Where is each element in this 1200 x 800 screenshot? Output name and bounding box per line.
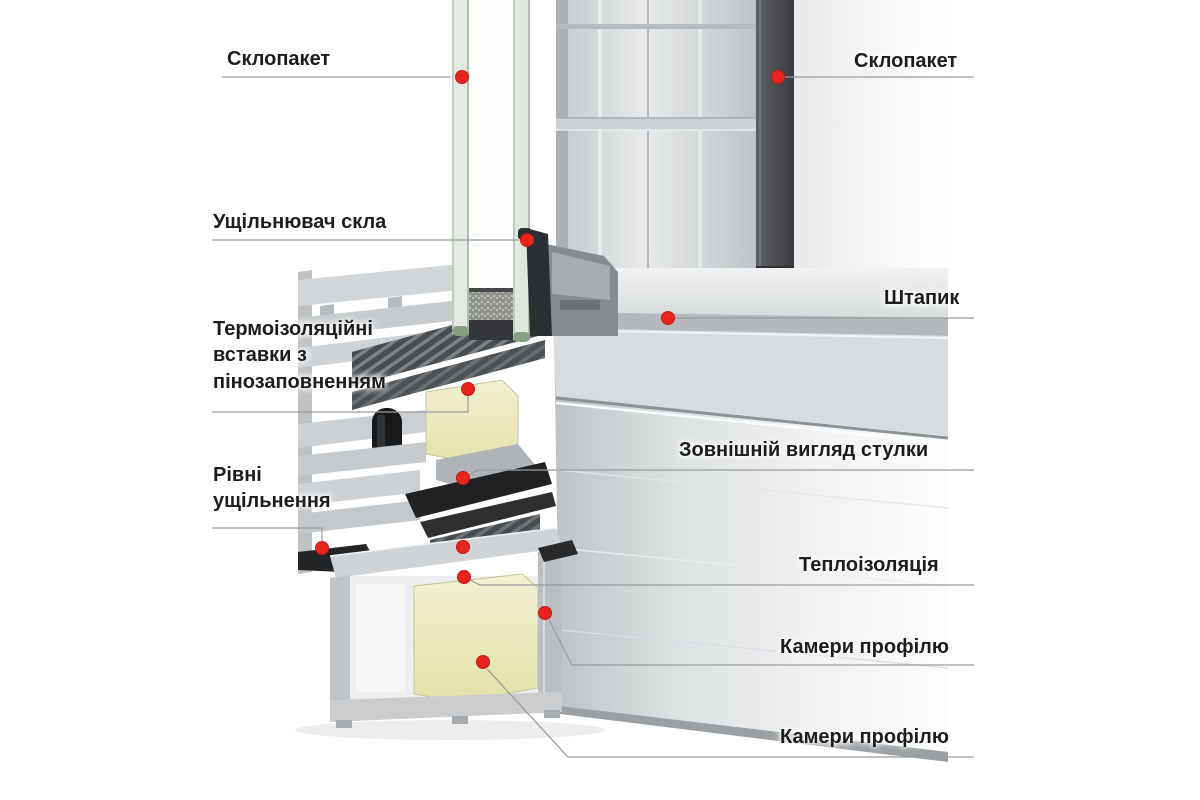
label-profile-chambers-top: Камери профілю	[780, 636, 949, 658]
marker-dots	[315, 70, 785, 669]
marker-sklopaket-left	[455, 70, 469, 84]
marker-termo	[461, 382, 475, 396]
glass-seal	[526, 228, 552, 336]
leader-lines	[212, 76, 974, 758]
center-seal	[405, 462, 552, 518]
marker-kamery-bottom	[476, 655, 490, 669]
sash-face	[552, 268, 949, 762]
marker-ushchilniuvach	[520, 233, 534, 247]
marker-kamery-top	[538, 606, 552, 620]
leader-rivni	[212, 527, 323, 541]
label-glazing-bead: Штапик	[884, 287, 960, 309]
glass-unit	[452, 0, 552, 342]
glass-pane-outer	[452, 0, 469, 336]
glazing-bead-cut	[546, 244, 618, 336]
marker-zovnishniy	[456, 471, 470, 485]
label-sklopaket-right: Склопакет	[854, 50, 958, 72]
label-sash-exterior: Зовнішній вигляд стулки	[679, 439, 929, 461]
label-thermal-insulation: Теплоізоляція	[799, 554, 939, 576]
marker-rivni	[315, 541, 329, 555]
ground-shadow	[295, 720, 605, 740]
label-sealing-levels: Рівні ущільнення	[213, 464, 331, 513]
label-glass-seal: Ущільнювач скла	[213, 211, 387, 233]
marker-seal-level	[456, 540, 470, 554]
spacer-bar	[469, 288, 513, 320]
marker-shtapyk	[661, 311, 675, 325]
leader-termo	[212, 396, 469, 413]
leader-zovnishniy	[465, 469, 974, 478]
leader-kamery-top	[548, 619, 974, 666]
marker-teplo	[457, 570, 471, 584]
marker-sklopaket-right	[771, 70, 785, 84]
glass-pane-inner	[513, 0, 530, 342]
glazing-bead-face	[553, 268, 948, 318]
profile-cross-section	[298, 244, 618, 728]
frame-column	[556, 0, 756, 272]
background-wall	[793, 0, 948, 278]
lower-frame	[329, 527, 578, 728]
rubber-gasket-strip	[756, 0, 794, 278]
label-profile-chambers-bottom: Камери профілю	[780, 726, 949, 748]
leader-teplo	[467, 578, 974, 586]
label-sklopaket-left: Склопакет	[227, 48, 331, 70]
foam-insert-bottom	[413, 573, 539, 703]
label-thermal-inserts: Термоізоляційні вставки з пінозаповнення…	[213, 318, 386, 393]
leader-kamery-bottom	[486, 668, 974, 758]
